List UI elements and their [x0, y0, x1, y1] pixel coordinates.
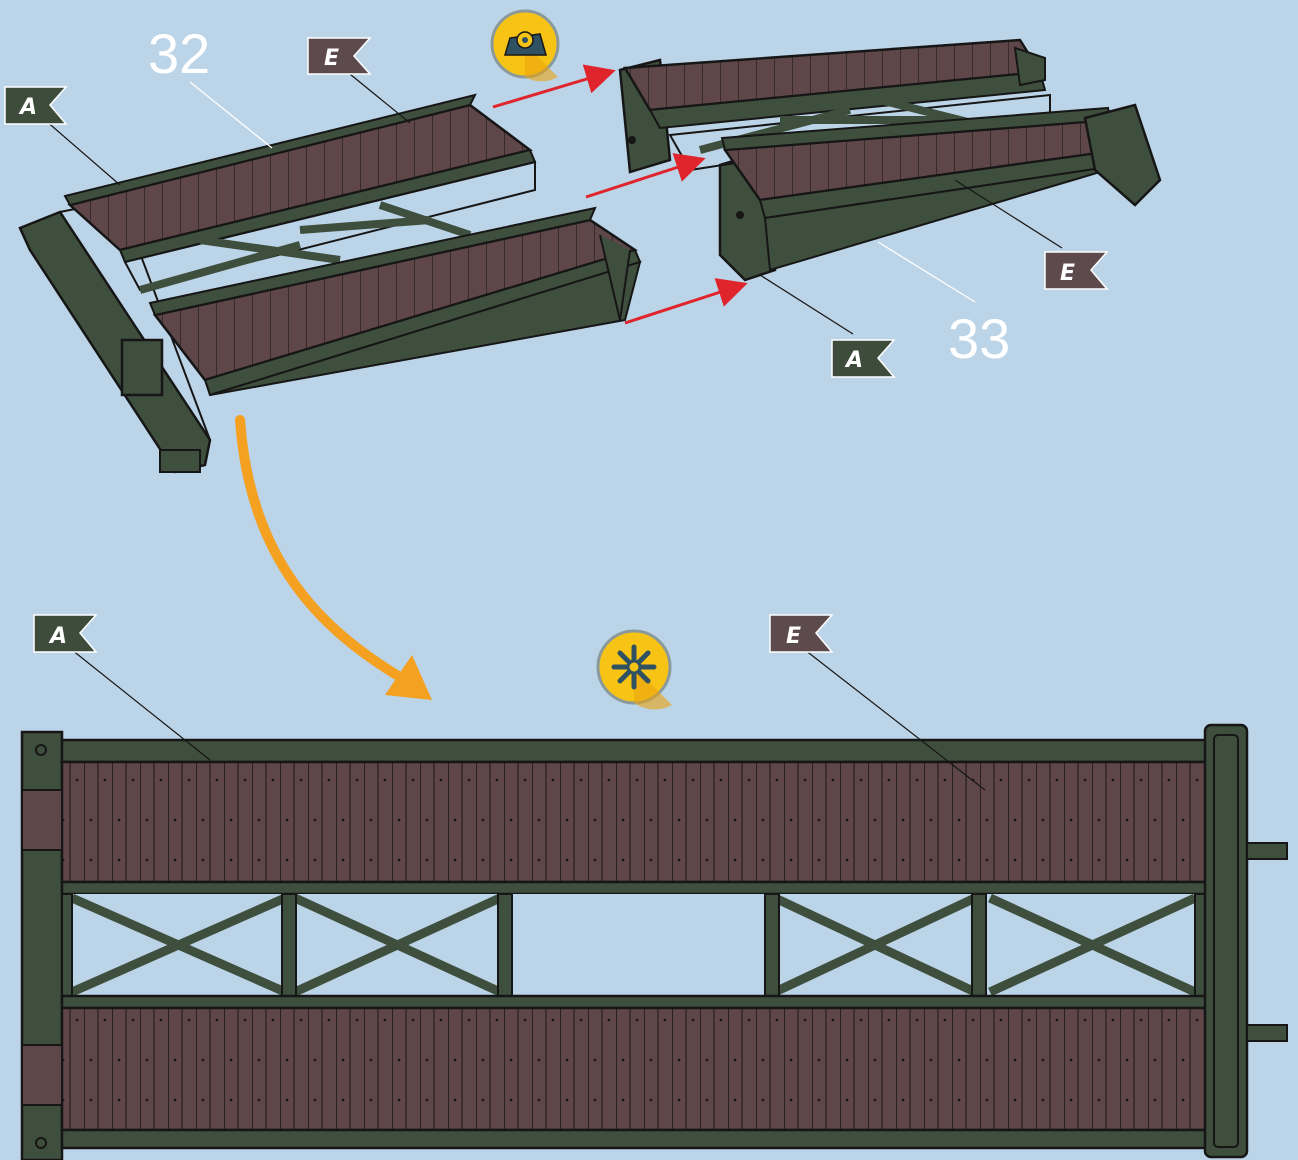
lower-plank-deck — [62, 1008, 1207, 1130]
flip-arrow — [240, 420, 432, 700]
flag-a-mid: A — [832, 340, 894, 377]
upper-plank-deck — [62, 762, 1207, 882]
svg-text:A: A — [844, 348, 863, 373]
glue-star-icon — [598, 631, 672, 709]
tape-dispenser-icon — [492, 11, 558, 81]
top-view-assembly — [22, 725, 1287, 1160]
part-32-assembly — [20, 95, 640, 472]
svg-text:E: E — [1060, 261, 1075, 286]
part-number-32: 32 — [148, 22, 210, 85]
flag-e-right: E — [1045, 252, 1107, 289]
part-number-33: 33 — [948, 307, 1010, 370]
svg-text:A: A — [18, 95, 37, 120]
svg-text:E: E — [324, 46, 339, 71]
flag-e-top: E — [308, 38, 370, 74]
flag-a-bottom: A — [34, 615, 96, 652]
flag-e-bottom: E — [770, 615, 832, 652]
svg-text:A: A — [48, 624, 67, 649]
svg-text:E: E — [786, 624, 801, 649]
arrow-front — [625, 285, 742, 323]
part-33-assembly — [620, 40, 1160, 280]
flag-a-top-left: A — [5, 87, 66, 124]
